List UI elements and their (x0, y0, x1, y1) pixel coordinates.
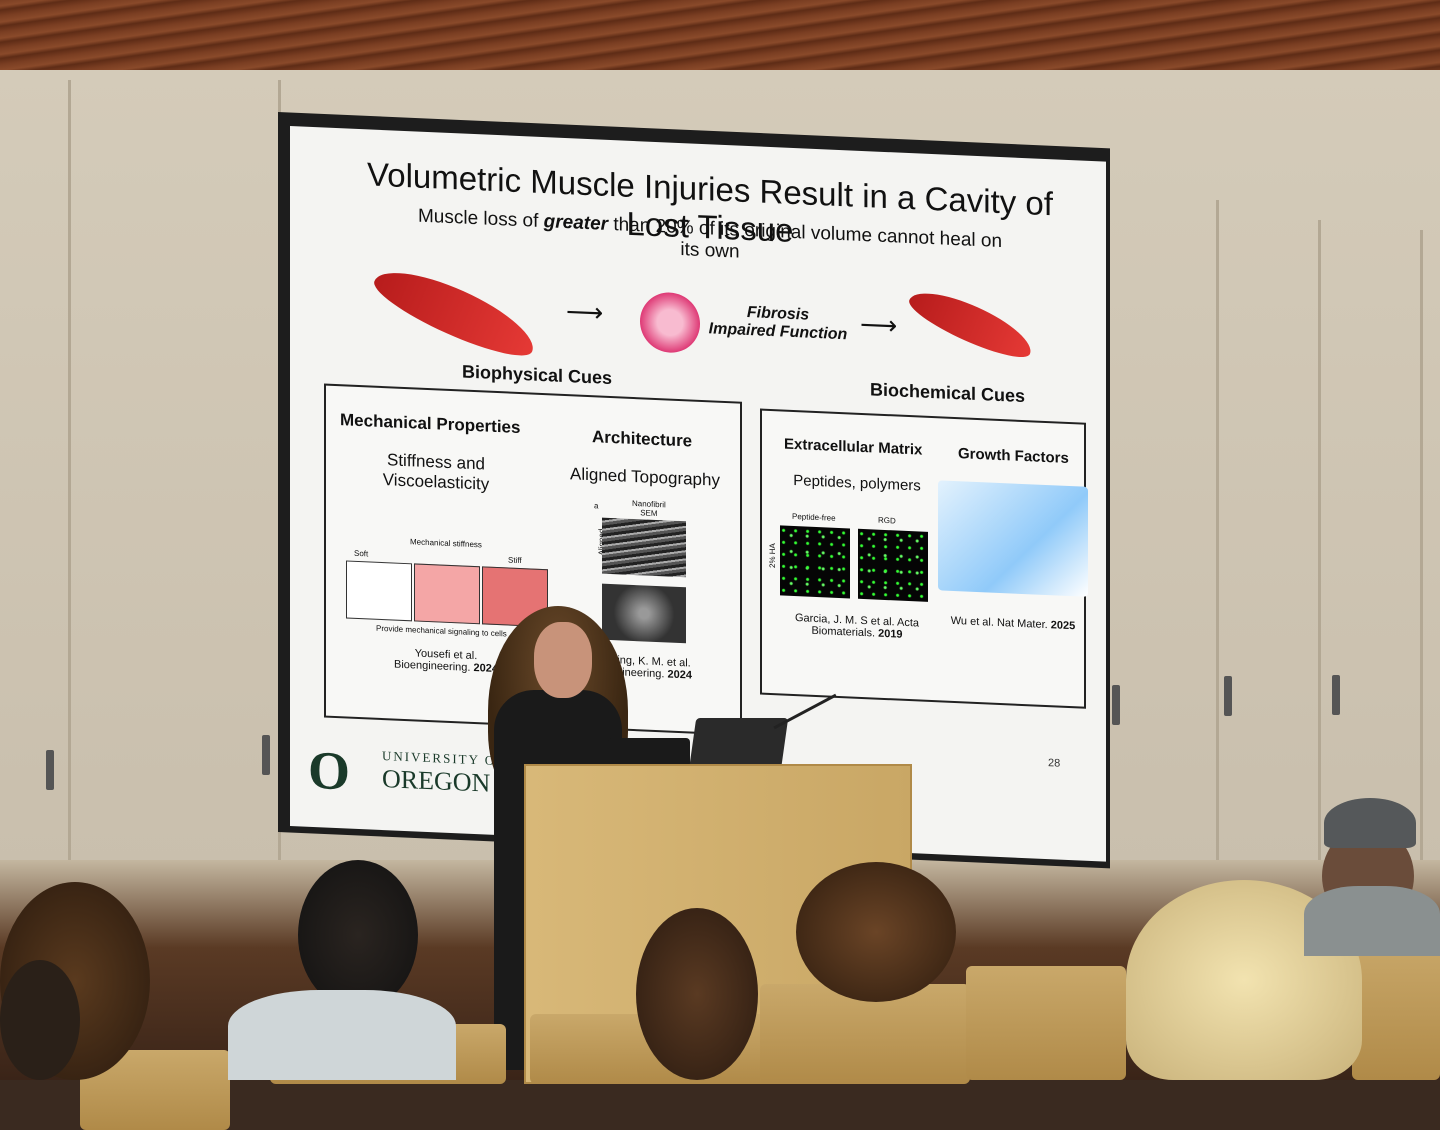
extracellular-matrix-heading: Extracellular Matrix (784, 435, 923, 459)
presenter-face (534, 622, 592, 698)
fibrosis-tissue-illustration (640, 291, 700, 354)
stiffness-figure-soft: Soft (354, 548, 369, 559)
wall-panel (0, 80, 71, 860)
baseball-cap (1324, 798, 1416, 848)
rgd-micrograph (858, 528, 928, 602)
sem-panel-label: a (594, 501, 599, 511)
audience-member-shoulders (1304, 886, 1440, 956)
growth-factors-heading: Growth Factors (958, 445, 1069, 468)
audience-member-head (636, 908, 758, 1080)
arrow-right-icon: ⟶ (566, 296, 604, 328)
bing-ref-year: 2024 (667, 668, 692, 682)
wall-handle (46, 750, 54, 790)
biochemical-cues-box: Extracellular Matrix Peptides, polymers … (760, 408, 1088, 709)
micro-label-peptide-free: Peptide-free (792, 511, 836, 523)
peptide-free-micrograph (780, 525, 850, 599)
stiffness-figure-caption: Provide mechanical signaling to cells (376, 623, 507, 639)
audience-member-head (298, 860, 418, 1010)
oregon-o-logo: O (308, 739, 351, 802)
growth-factor-diagram (938, 480, 1088, 597)
wall-handle (1112, 685, 1120, 725)
peptides-text: Peptides, polymers (793, 471, 921, 495)
yousefi-ref-line2: Bioengineering. (394, 658, 474, 675)
soft-tile (346, 560, 412, 622)
subtitle-pre: Muscle loss of (417, 205, 544, 233)
architecture-heading: Architecture (592, 427, 693, 451)
wall-panel (1320, 230, 1423, 860)
wall-panel (1110, 200, 1219, 860)
aligned-sem-image (602, 517, 686, 578)
garcia-ref-line2: Biomaterials. (811, 624, 879, 640)
mechanical-properties-heading: Mechanical Properties (340, 410, 521, 438)
logo-oregon: OREGON (382, 764, 491, 798)
stiffness-figure-title: Mechanical stiffness (410, 537, 482, 550)
subtitle-emphasis: greater (543, 211, 609, 235)
sem-title-line2: SEM (640, 508, 658, 519)
random-sem-image (602, 583, 686, 644)
wu-reference: Wu et al. Nat Mater. 2025 (948, 615, 1078, 633)
wu-ref-year: 2025 (1050, 619, 1076, 633)
medium-tile (414, 563, 480, 625)
audience-chair (966, 966, 1126, 1080)
audience-chair (1352, 938, 1440, 1080)
garcia-ref-year: 2019 (878, 627, 903, 641)
wall-handle (262, 735, 270, 775)
micro-label-rgd: RGD (878, 515, 896, 526)
micro-side-label: 2% HA (767, 542, 777, 569)
slide-page-number: 28 (1048, 757, 1061, 770)
wall-handle (1332, 675, 1340, 715)
wu-ref-text: Wu et al. Nat Mater. (950, 614, 1051, 632)
wall-panel (1218, 220, 1321, 860)
scarred-muscle-illustration (903, 280, 1039, 368)
stiffness-figure-stiff: Stiff (508, 555, 522, 566)
aligned-topography-text: Aligned Topography (570, 464, 720, 490)
audience-member-shoulders (228, 990, 456, 1080)
wall-panel (70, 80, 281, 860)
audience-member-head (796, 862, 956, 1002)
wall-handle (1224, 676, 1232, 716)
injured-muscle-illustration (367, 255, 543, 369)
arrow-right-icon: ⟶ (860, 308, 898, 341)
audience-member-head (0, 960, 80, 1080)
